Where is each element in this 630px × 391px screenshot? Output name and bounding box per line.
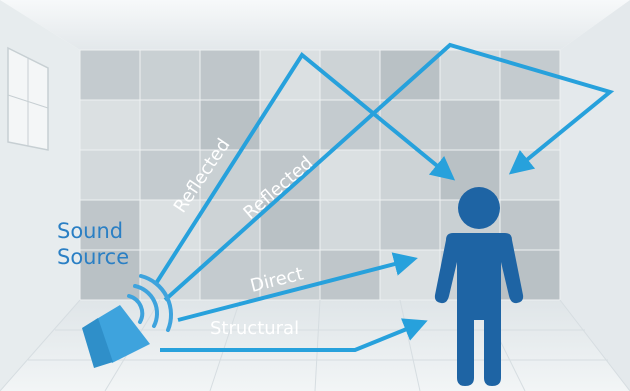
wall-tile — [79, 99, 141, 151]
wall-tile — [439, 99, 501, 151]
wall-tile — [379, 249, 441, 301]
wall-tile — [139, 99, 201, 151]
wall-tile — [199, 99, 261, 151]
wall-tile — [79, 149, 141, 201]
wall-tile — [379, 49, 441, 101]
wall-tile — [379, 199, 441, 251]
reflected-path-1 — [153, 52, 456, 287]
wall-tile — [199, 49, 261, 101]
wall-tile — [79, 199, 141, 251]
wall-tile — [379, 149, 441, 201]
wall-tile — [139, 199, 201, 251]
arrows — [153, 42, 615, 352]
speaker-icon — [82, 274, 174, 368]
sound-source-label-line2: Source — [57, 245, 130, 269]
sound-source-label-line1: Sound — [57, 219, 124, 243]
structural-path — [160, 318, 428, 352]
wall-tile — [199, 249, 261, 301]
wall-tile — [319, 149, 381, 201]
structural-label: Structural — [210, 318, 299, 339]
room-right-wall — [560, 0, 630, 391]
window — [7, 46, 49, 151]
sound-source-label: Sound Source — [57, 218, 167, 270]
reflected-path-2 — [163, 42, 615, 302]
wall-tile — [139, 49, 201, 101]
room-ceiling — [0, 0, 630, 50]
wall-tile — [79, 249, 141, 301]
direct-path — [177, 252, 418, 322]
wall-tile — [319, 99, 381, 151]
wall-tile — [79, 49, 141, 101]
person-icon — [434, 187, 524, 386]
wall-tile — [319, 199, 381, 251]
